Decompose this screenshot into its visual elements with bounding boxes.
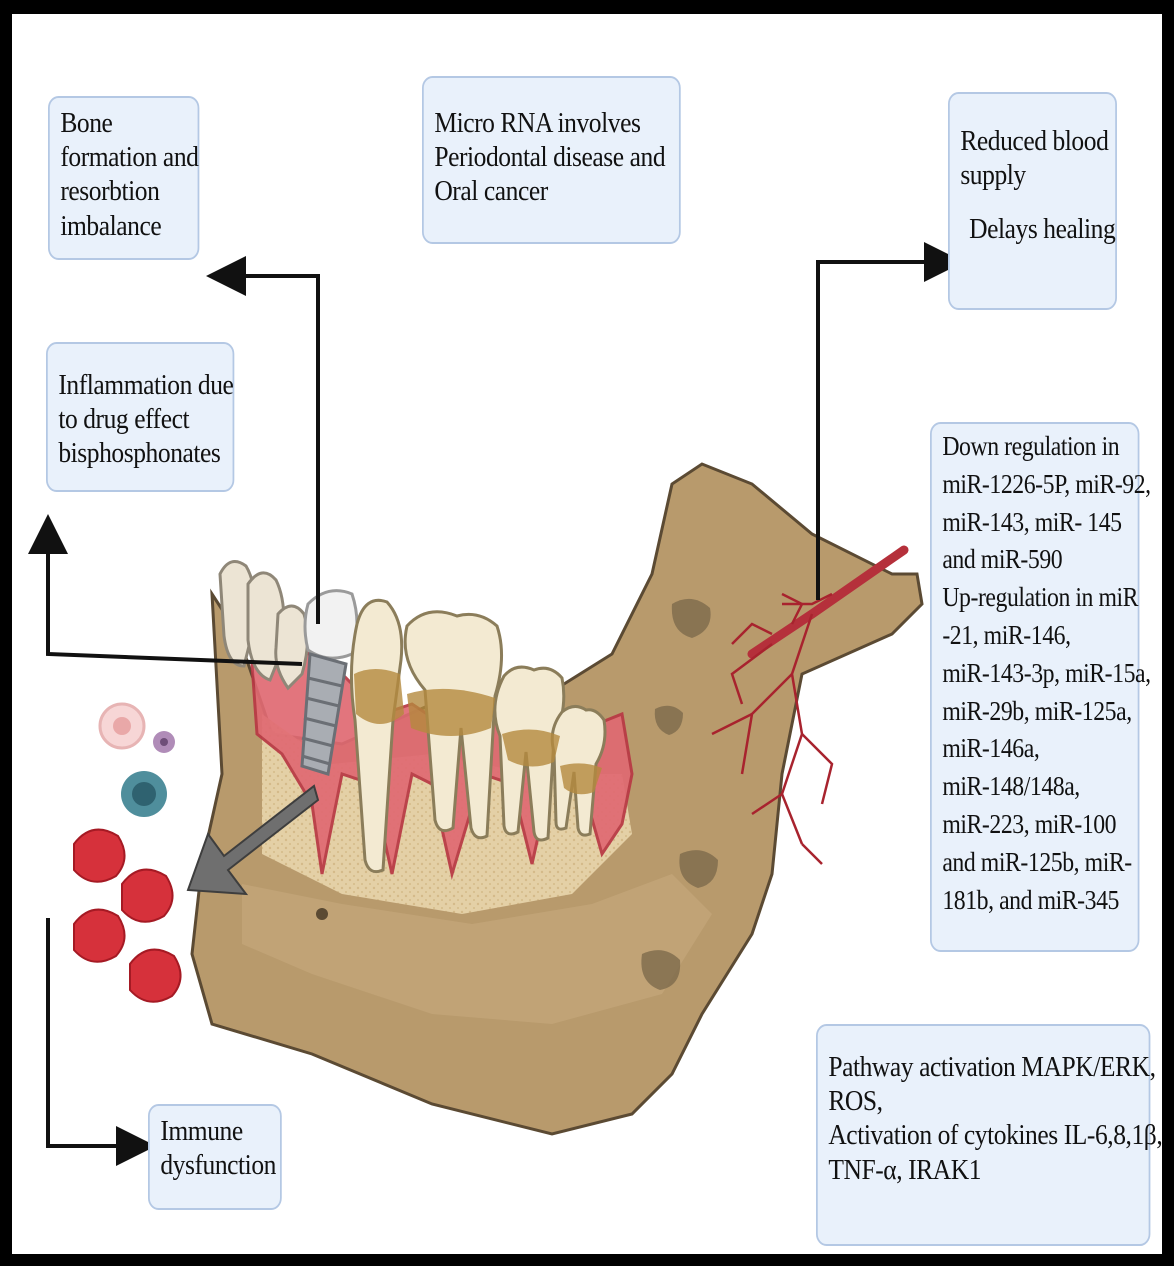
box-line: and miR-590 xyxy=(942,541,1127,579)
box-line: Immune xyxy=(160,1114,269,1148)
box-line: formation and xyxy=(60,140,187,174)
bone-imbalance-box: Bone formation and resorbtion imbalance xyxy=(48,96,199,260)
box-line: ROS, xyxy=(828,1084,1138,1118)
box-line: Activation of cytokines IL-6,8,1β, xyxy=(828,1118,1138,1152)
pathway-activation-box: Pathway activation MAPK/ERK, ROS, Activa… xyxy=(816,1024,1150,1246)
immune-cells xyxy=(100,704,175,817)
box-line: miR-1226-5P, miR-92, xyxy=(942,466,1127,504)
calculus xyxy=(354,669,404,724)
box-line: Oral cancer xyxy=(434,174,668,208)
figure-canvas: Bone formation and resorbtion imbalance … xyxy=(12,14,1162,1254)
box-line: Periodontal disease and xyxy=(434,140,668,174)
box-line: and miR-125b, miR- xyxy=(942,844,1127,882)
box-line: miR-148/148a, xyxy=(942,768,1127,806)
box-line: miR-143-3p, miR-15a, xyxy=(942,655,1127,693)
mirna-regulation-box: Down regulation in miR-1226-5P, miR-92, … xyxy=(930,422,1139,952)
box-line: Inflammation due xyxy=(58,368,222,402)
box-line: miR-223, miR-100 xyxy=(942,806,1127,844)
box-line: to drug effect xyxy=(58,402,222,436)
box-line: Micro RNA involves xyxy=(434,106,668,140)
blood-supply-box: Reduced blood supply Delays healing xyxy=(948,92,1117,310)
box-line: TNF-α, IRAK1 xyxy=(828,1153,1138,1187)
box-line: resorbtion xyxy=(60,174,187,208)
box-line: supply xyxy=(960,158,1104,192)
box-line: imbalance xyxy=(60,209,187,243)
box-line: 181b, and miR-345 xyxy=(942,882,1127,920)
box-line: -21, miR-146, xyxy=(942,617,1127,655)
box-line: Pathway activation MAPK/ERK, xyxy=(828,1050,1138,1084)
calculus xyxy=(502,729,560,766)
box-line: dysfunction xyxy=(160,1148,269,1182)
foramen xyxy=(316,908,328,920)
implant-crown xyxy=(305,591,357,659)
inflammation-box: Inflammation due to drug effect bisphosp… xyxy=(46,342,234,492)
box-line: Bone xyxy=(60,106,187,140)
red-cells xyxy=(74,830,181,1002)
micro-rna-box: Micro RNA involves Periodontal disease a… xyxy=(422,76,681,244)
box-line: miR-29b, miR-125a, xyxy=(942,693,1127,731)
box-line: Down regulation in xyxy=(942,428,1127,466)
immune-dysfunction-box: Immune dysfunction xyxy=(148,1104,282,1210)
box-line: Reduced blood xyxy=(960,124,1104,158)
box-line: Up-regulation in miR xyxy=(942,579,1127,617)
box-line: Delays healing xyxy=(969,212,1105,246)
calculus xyxy=(407,689,495,736)
box-line: bisphosphonates xyxy=(58,436,222,470)
box-line: miR-143, miR- 145 xyxy=(942,504,1127,542)
box-line: miR-146a, xyxy=(942,730,1127,768)
